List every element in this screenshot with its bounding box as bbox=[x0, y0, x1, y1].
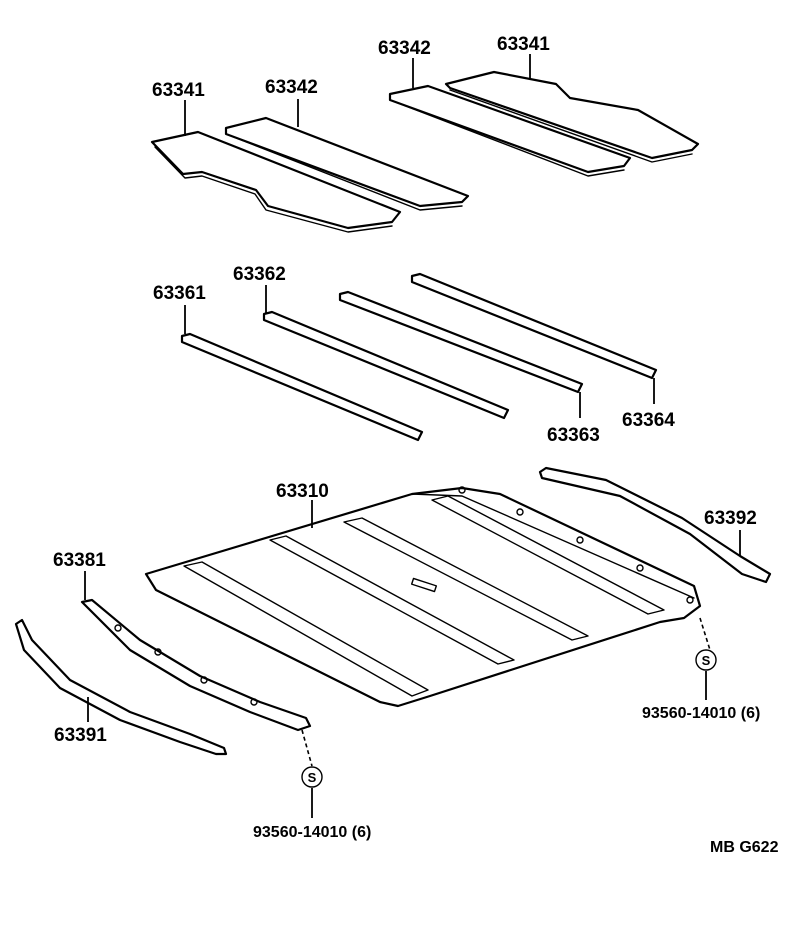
headliner-63310 bbox=[144, 486, 702, 708]
clip-rear-symbol: S bbox=[702, 653, 711, 668]
label-63392: 63392 bbox=[704, 508, 757, 529]
strip-63362 bbox=[262, 285, 510, 420]
pad-63341-left bbox=[150, 100, 402, 233]
strip-63361 bbox=[180, 305, 424, 442]
pad-63342-left bbox=[224, 99, 470, 211]
label-63363: 63363 bbox=[547, 425, 600, 446]
label-clip-front: 93560-14010 (6) bbox=[253, 824, 371, 841]
label-63381: 63381 bbox=[53, 550, 106, 571]
label-63364: 63364 bbox=[622, 410, 675, 431]
strip-63363 bbox=[338, 290, 584, 418]
label-63341-right: 63341 bbox=[497, 34, 550, 55]
pad-63341-right bbox=[444, 54, 700, 163]
label-clip-rear: 93560-14010 (6) bbox=[642, 705, 760, 722]
retainer-63392 bbox=[538, 466, 772, 584]
label-63361: 63361 bbox=[153, 283, 206, 304]
label-63391: 63391 bbox=[54, 725, 107, 746]
weatherstrip-63381 bbox=[80, 571, 312, 732]
label-63362: 63362 bbox=[233, 264, 286, 285]
diagram-code: MB G622 bbox=[710, 839, 779, 856]
pad-63342-right bbox=[388, 58, 632, 177]
clip-rear: S bbox=[695, 617, 717, 700]
label-63341-left: 63341 bbox=[152, 80, 205, 101]
clip-front: S bbox=[301, 729, 323, 818]
retainer-63391 bbox=[14, 618, 228, 756]
label-63342-left: 63342 bbox=[265, 77, 318, 98]
clip-front-symbol: S bbox=[308, 770, 317, 785]
strip-63364 bbox=[410, 272, 658, 404]
label-63342-right: 63342 bbox=[378, 38, 431, 59]
label-63310: 63310 bbox=[276, 481, 329, 502]
